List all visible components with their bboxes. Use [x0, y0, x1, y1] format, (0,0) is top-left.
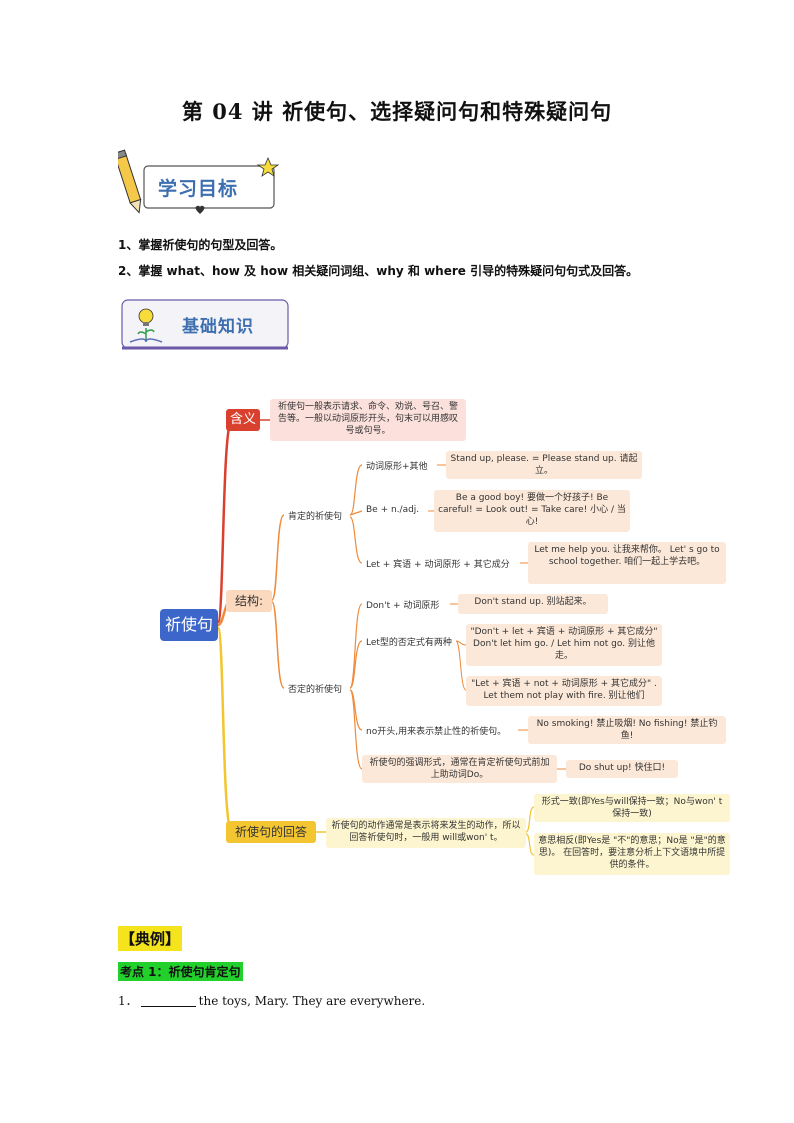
positive-label: 肯定的祈使句 [288, 512, 343, 522]
question-number: 1． [118, 994, 138, 1008]
answer-blank[interactable] [140, 994, 196, 1007]
basics-banner: 基础知识 [120, 298, 290, 353]
negative-form-4: 祈使句的强调形式，通常在肯定祈使句式前加上助动词Do。 [362, 755, 557, 783]
structure-node: 结构: [226, 590, 272, 612]
basics-banner-text: 基础知识 [182, 317, 254, 337]
answer-text: 祈使句的动作通常是表示将来发生的动作，所以回答祈使句时，一般用 will或won… [326, 818, 526, 848]
objectives-banner: 学习目标 [118, 148, 283, 218]
meaning-node: 含义 [226, 409, 260, 431]
objectives-banner-text: 学习目标 [158, 178, 239, 200]
pencil-icon [118, 149, 280, 214]
question-1: 1． the toys, Mary. They are everywhere. [118, 992, 425, 1009]
negative-label: 否定的祈使句 [288, 685, 343, 695]
positive-example-3: Let me help you. 让我来帮你。 Let' s go to sch… [528, 542, 726, 584]
question-text: the toys, Mary. They are everywhere. [198, 994, 426, 1008]
objective-2: 2、掌握 what、how 及 how 相关疑问词组、why 和 where 引… [118, 264, 639, 278]
objective-1: 1、掌握祈使句的句型及回答。 [118, 238, 283, 252]
example-header: 【典例】 [118, 926, 183, 951]
negative-example-2b: "Let + 宾语 + not + 动词原形 + 其它成分" . Let the… [466, 676, 662, 706]
lightbulb-book-icon [121, 299, 289, 350]
negative-example-2a: "Don't + let + 宾语 + 动词原形 + 其它成分" Don't l… [466, 624, 662, 666]
negative-example-4: Do shut up! 快住口! [566, 760, 678, 778]
page-title: 第 04 讲 祈使句、选择疑问句和特殊疑问句 [181, 99, 613, 124]
negative-example-3: No smoking! 禁止吸烟! No fishing! 禁止钓鱼! [528, 716, 726, 744]
negative-example-1: Don't stand up. 别站起来。 [458, 594, 608, 614]
negative-form-3: no开头,用来表示禁止性的祈使句。 [366, 727, 507, 737]
kaodian-label: 考点 1：祈使句肯定句 [118, 962, 243, 981]
meaning-text: 祈使句一般表示请求、命令、劝说、号召、警告等。一般以动词原形开头，句末可以用感叹… [270, 399, 466, 441]
answer-point-2: 意思相反(即Yes是 "不"的意思；No是 "是"的意思)。 在回答时，要注意分… [534, 833, 730, 875]
positive-form-2: Be + n./adj. [366, 505, 420, 515]
negative-form-2: Let型的否定式有两种 [366, 638, 452, 648]
positive-example-2: Be a good boy! 要做一个好孩子! Be careful! = Lo… [434, 490, 630, 532]
answer-point-1: 形式一致(即Yes与will保持一致；No与won' t保持一致) [534, 794, 730, 822]
positive-form-1: 动词原形+其他 [366, 462, 428, 472]
negative-form-1: Don't + 动词原形 [366, 601, 440, 611]
positive-form-3: Let + 宾语 + 动词原形 + 其它成分 [366, 560, 510, 570]
positive-example-1: Stand up, please. = Please stand up. 请起立… [446, 451, 642, 479]
mindmap-root: 祈使句 [160, 609, 218, 641]
answer-node: 祈使句的回答 [226, 821, 316, 843]
